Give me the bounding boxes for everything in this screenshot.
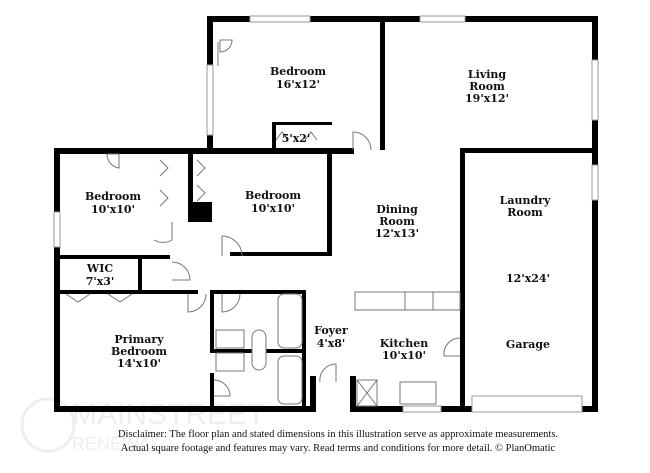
svg-text:12'x13': 12'x13' [375,227,419,240]
svg-text:Kitchen: Kitchen [380,337,429,350]
doors [65,39,461,397]
svg-text:4'x8': 4'x8' [317,337,346,350]
svg-text:MAINSTREET: MAINSTREET [72,398,265,431]
svg-text:RENEWAL: RENEWAL [72,434,160,454]
svg-text:Room: Room [379,215,415,228]
svg-text:Disclaimer: The floor plan and: Disclaimer: The floor plan and stated di… [118,429,558,440]
svg-text:14'x10': 14'x10' [117,357,161,370]
stove [404,291,434,311]
svg-text:10'x10': 10'x10' [91,203,135,216]
disclaimer: Disclaimer: The floor plan and stated di… [118,429,558,454]
svg-text:7'x3': 7'x3' [86,275,115,288]
svg-text:WIC: WIC [86,262,113,275]
svg-text:10'x10': 10'x10' [382,349,426,362]
toilet [251,329,267,371]
room-labels: Bedroom 16'x12' Living Room 19'x12' 5'x2… [85,65,551,370]
svg-text:Room: Room [469,80,505,93]
svg-text:Primary: Primary [114,333,164,346]
svg-text:19'x12': 19'x12' [465,92,509,105]
svg-text:Bedroom: Bedroom [270,65,326,78]
svg-text:Room: Room [507,206,543,219]
svg-text:5'x2': 5'x2' [282,132,311,145]
sink [215,329,245,349]
svg-text:Garage: Garage [506,338,550,351]
svg-text:Living: Living [468,68,506,81]
svg-text:10'x10': 10'x10' [251,202,295,215]
walls [54,16,598,412]
watermark-logo: MAINSTREET RENEWAL [20,397,265,454]
svg-text:Bedroom: Bedroom [85,190,141,203]
svg-text:Actual square footage and feat: Actual square footage and features may v… [121,443,556,454]
svg-text:Foyer: Foyer [314,324,348,337]
svg-text:Bedroom: Bedroom [111,345,167,358]
shower [277,355,303,405]
kitchen-sink [399,381,437,405]
svg-text:Bedroom: Bedroom [245,189,301,202]
fixtures [215,291,461,407]
windows [53,15,599,413]
svg-text:12'x24': 12'x24' [506,272,550,285]
svg-text:Dining: Dining [376,203,418,216]
sink [215,352,245,372]
bathtub [277,293,303,349]
svg-text:Laundry: Laundry [500,194,551,207]
svg-text:16'x12': 16'x12' [276,78,320,91]
